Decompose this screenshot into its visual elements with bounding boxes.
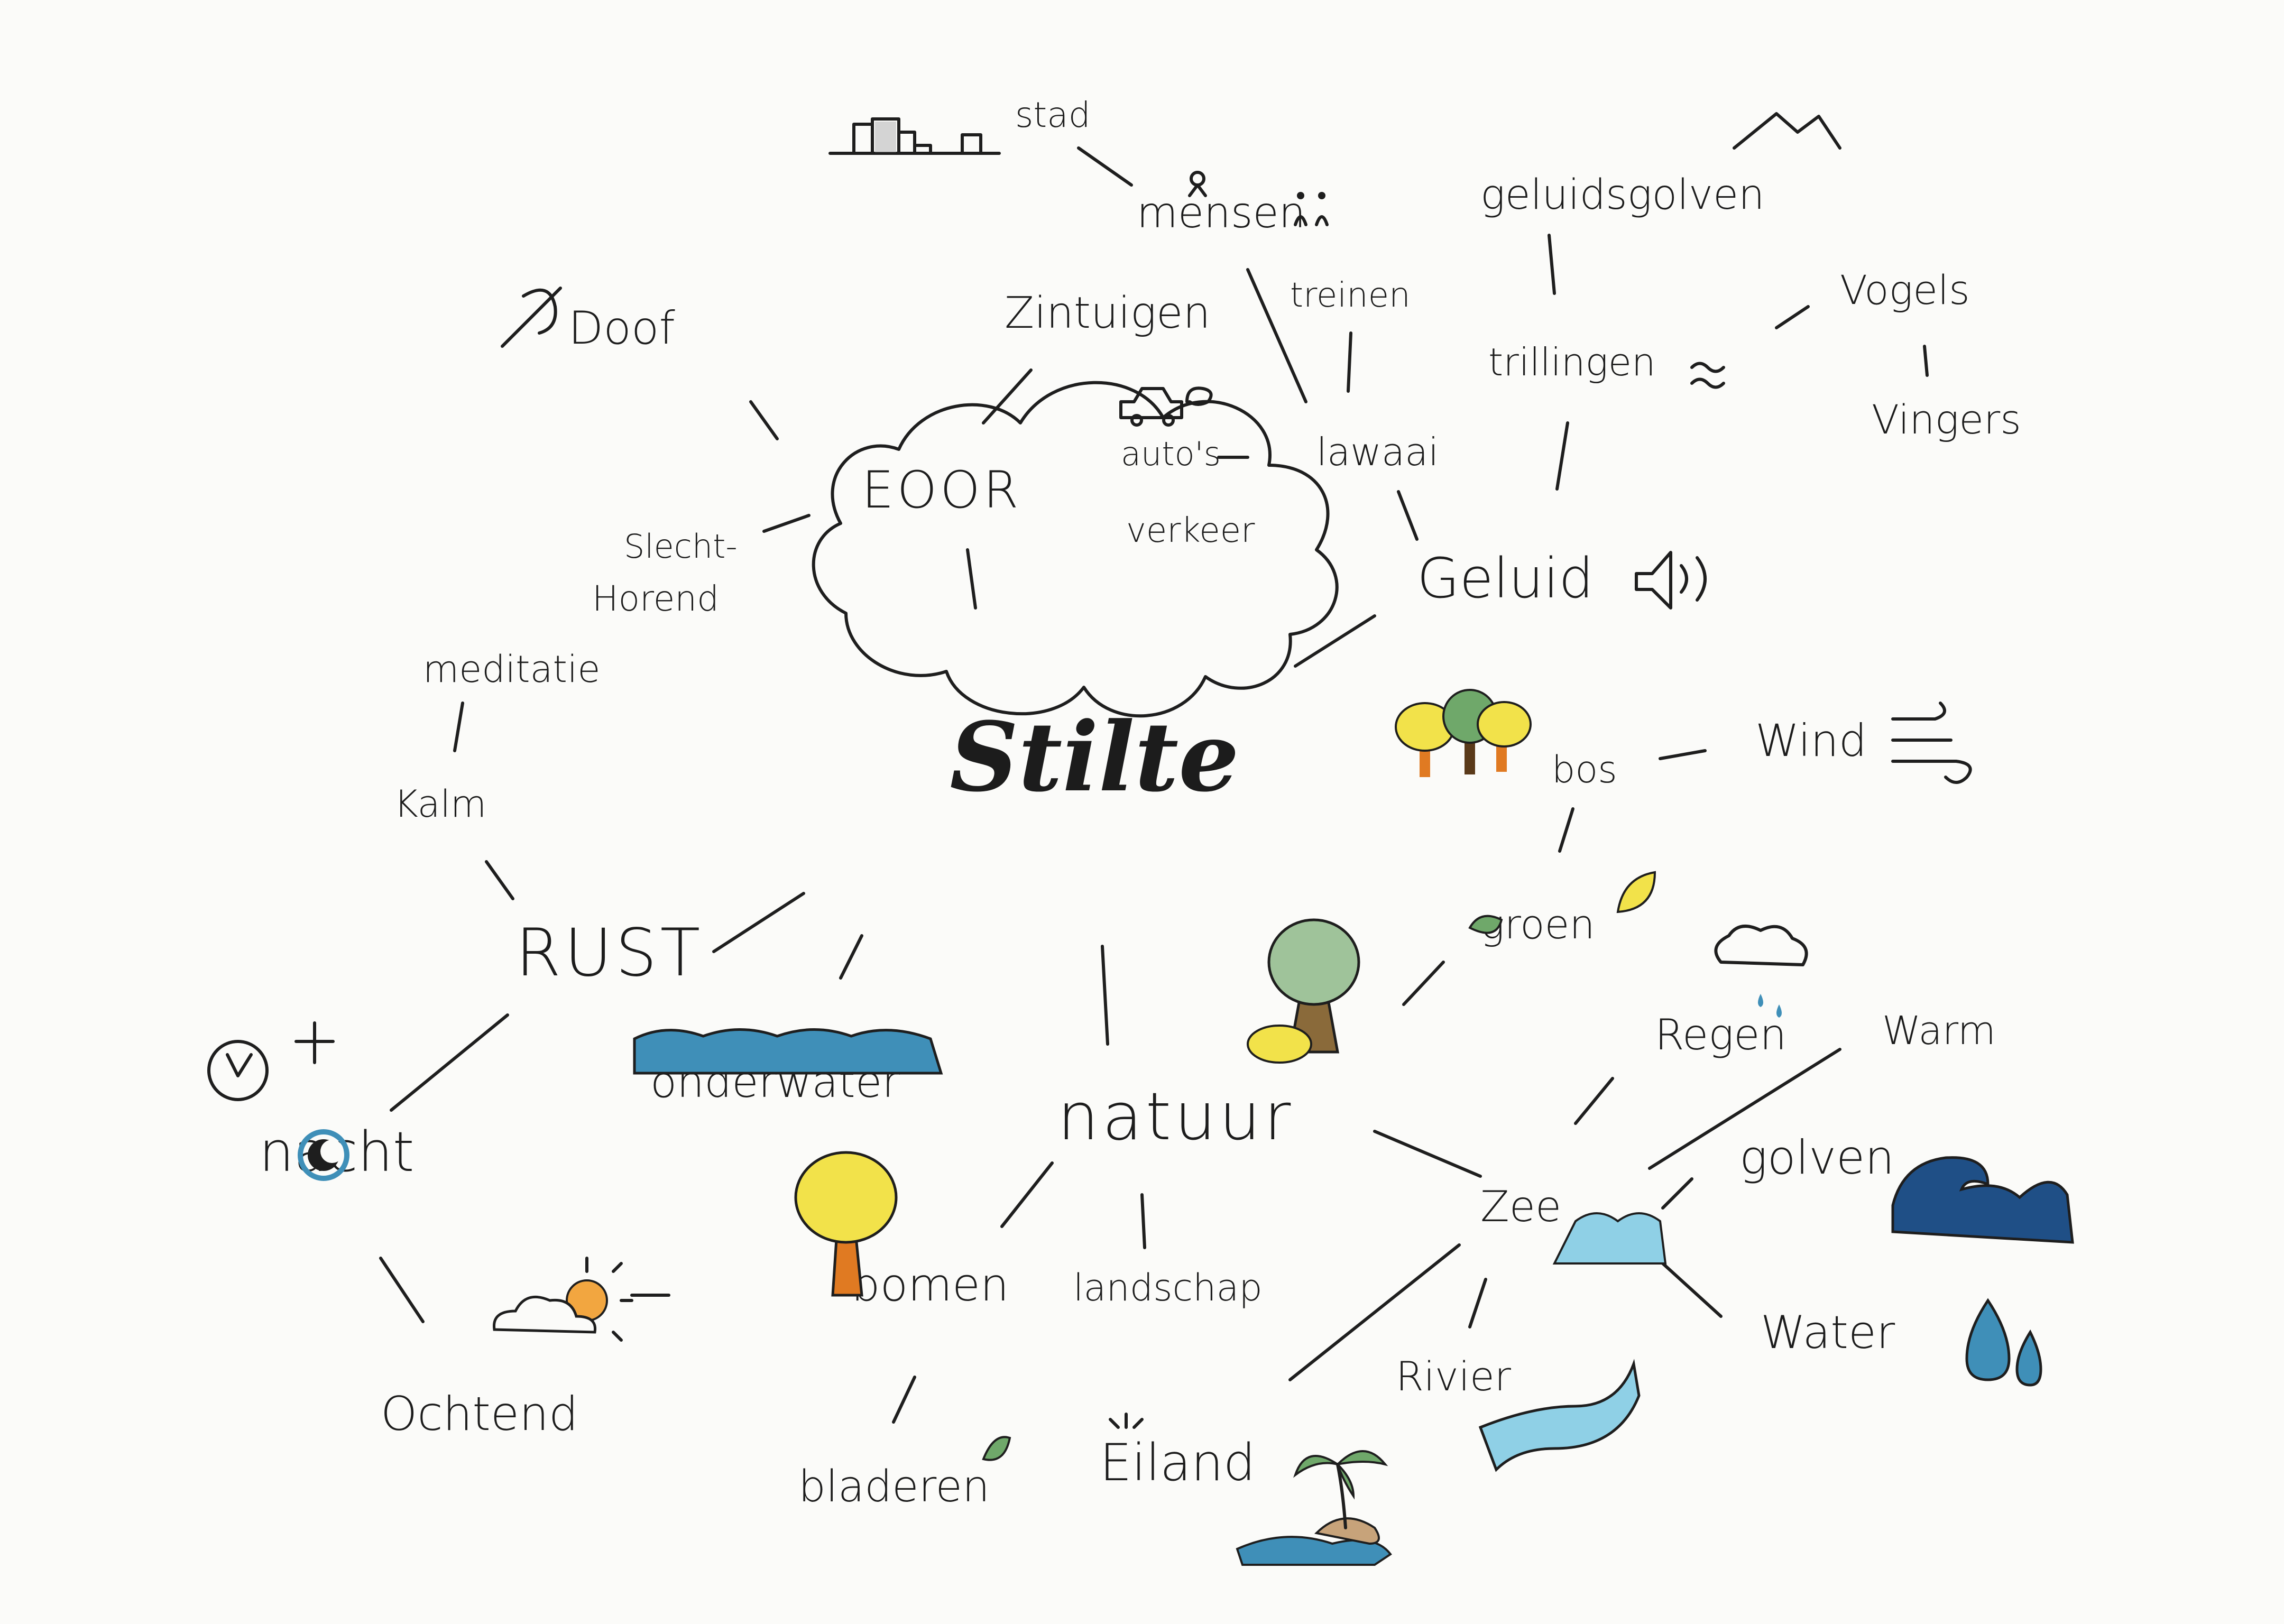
tree-icon — [1247, 918, 1360, 1064]
word-verkeer: verkeer — [1126, 511, 1255, 550]
small-leaf-icon — [982, 1436, 1011, 1461]
word-trillingen: trillingen — [1488, 340, 1656, 384]
center-cloud: Stilte — [812, 381, 1339, 813]
branch-geluid: Geluid — [1417, 546, 1594, 611]
city-skyline-icon — [828, 117, 1001, 155]
word-doof: Doof — [568, 302, 675, 355]
word-rivier: Rivier — [1396, 1353, 1512, 1400]
tree-orange-icon — [794, 1151, 898, 1297]
water-drops-icon — [1965, 1298, 2042, 1387]
rain-cloud-icon — [1714, 925, 1808, 1018]
word-treinen: treinen — [1290, 276, 1411, 315]
word-bos: bos — [1552, 748, 1617, 791]
word-autos: auto's — [1121, 435, 1221, 473]
sea-wave-icon — [1552, 1212, 1667, 1265]
word-stad: stad — [1015, 95, 1091, 135]
mountain-icon — [1733, 112, 1841, 150]
word-slecht: Slecht- — [624, 527, 738, 566]
word-landschap: landschap — [1073, 1266, 1263, 1309]
word-kalm: Kalm — [394, 782, 486, 826]
sun-rays-icon — [1109, 1413, 1144, 1429]
leaf-icon — [1468, 871, 1656, 934]
word-horend: Horend — [592, 578, 719, 619]
word-lawaai: lawaai — [1316, 430, 1439, 474]
speaker-icon — [1635, 551, 1707, 610]
river-icon — [1478, 1359, 1641, 1472]
wind-icon — [1891, 702, 1972, 784]
person-icon — [1188, 171, 1329, 226]
branch-oor: EOOR — [862, 460, 1021, 520]
trees-icon — [1395, 689, 1532, 777]
word-eiland: Eiland — [1100, 1433, 1256, 1492]
palm-island-icon — [1236, 1450, 1392, 1566]
branch-natuur: natuur — [1057, 1079, 1294, 1155]
word-bomen: bomen — [851, 1259, 1009, 1312]
star-icon — [294, 1021, 335, 1064]
car-icon — [1119, 386, 1213, 427]
moon-icon — [298, 1129, 349, 1181]
word-meditatie: meditatie — [423, 648, 600, 691]
word-vogels: Vogels — [1840, 266, 1970, 313]
word-bladeren: bladeren — [798, 1462, 990, 1512]
sun-cloud-icon — [493, 1257, 633, 1342]
word-warm: Warm — [1882, 1008, 1996, 1054]
branch-rust: RUST — [515, 915, 703, 991]
clock-icon — [207, 1040, 269, 1101]
word-regen: Regen — [1655, 1010, 1786, 1059]
connector-lines — [379, 146, 1929, 1424]
word-wind: Wind — [1755, 715, 1867, 767]
big-wave-icon — [1891, 1156, 2074, 1244]
word-ochtend: Ochtend — [381, 1387, 578, 1441]
center-title: Stilte — [950, 702, 1239, 813]
word-golven: golven — [1739, 1130, 1894, 1185]
vibration-icon — [1690, 362, 1725, 389]
word-zintuigen: Zintuigen — [1005, 288, 1210, 338]
word-zee: Zee — [1480, 1182, 1561, 1231]
crossed-ear-icon — [501, 287, 562, 348]
word-water: Water — [1761, 1306, 1895, 1359]
word-geluidsgolven: geluidsgolven — [1480, 171, 1765, 219]
word-vingers: Vingers — [1872, 396, 2021, 443]
word-mensen: mensen — [1137, 188, 1305, 237]
wave-icon — [633, 1028, 943, 1075]
